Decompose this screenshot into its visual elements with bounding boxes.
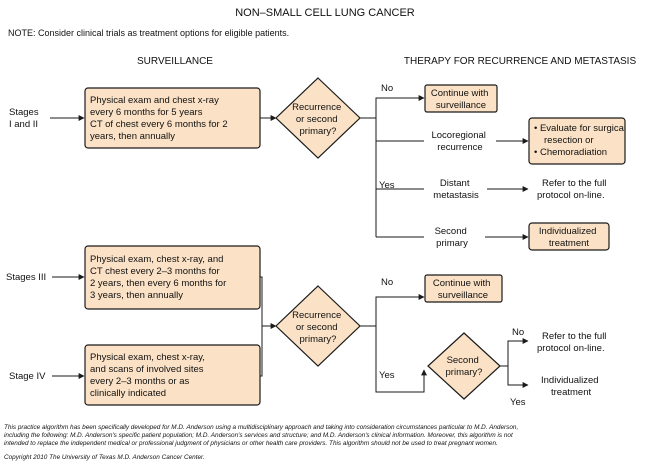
section1-connectors (50, 95, 529, 240)
surveillance-header: SURVEILLANCE (137, 56, 213, 67)
no-label-1: No (381, 83, 393, 94)
stage-4-surveillance-box (84, 344, 261, 406)
stage-3-surveillance-box (84, 245, 261, 310)
recurrence-decision-text-1: Recurrence or second primary? (292, 102, 344, 137)
stage-1-2-surveillance-text: Physical exam and chest x-ray every 6 mo… (90, 95, 230, 142)
continue-surveillance-text-2: Continue with surveillance (433, 278, 493, 301)
surgical-chemoradiation-text: • Evaluate for surgical resection or • C… (534, 123, 629, 158)
recurrence-decision-diamond-2 (275, 285, 361, 367)
individualized-treatment-text: Individualized treatment (539, 226, 599, 249)
refer-protocol-text-2: Refer to the full protocol on-line. (537, 331, 609, 354)
individualized-treatment-text-2: Individualized treatment (541, 375, 601, 398)
continue-surveillance-box-2 (424, 274, 503, 303)
locoregional-label: Locoregional recurrence (431, 130, 488, 153)
disclaimer-text: This practice algorithm has been specifi… (4, 424, 520, 447)
continue-surveillance-text-1: Continue with surveillance (431, 88, 491, 111)
stage-3-surveillance-text: Physical exam, chest x-ray, and CT chest… (90, 254, 229, 301)
recurrence-decision-diamond-1 (275, 77, 361, 159)
no-label-2: No (381, 277, 393, 288)
copyright-text: Copyright 2010 The University of Texas M… (4, 454, 205, 461)
yes-label-3: Yes (510, 397, 526, 408)
distant-metastasis-label: Distant metastasis (433, 178, 479, 201)
continue-surveillance-box-1 (424, 84, 498, 113)
therapy-header: THERAPY FOR RECURRENCE AND METASTASIS (404, 56, 637, 67)
yes-label-2: Yes (379, 370, 395, 381)
stage-3-label: Stages III (6, 272, 46, 283)
diagram-title: NON–SMALL CELL LUNG CANCER (235, 7, 415, 19)
section2-connectors (52, 274, 529, 393)
stage-1-2-surveillance-box (84, 87, 261, 149)
stage-4-surveillance-text: Physical exam, chest x-ray, and scans of… (90, 352, 208, 399)
second-primary-decision-text: Second primary? (446, 355, 483, 378)
individualized-treatment-box (528, 222, 610, 251)
refer-protocol-text-1: Refer to the full protocol on-line. (537, 178, 609, 201)
surgical-chemoradiation-box (528, 117, 626, 165)
no-label-3: No (512, 327, 524, 338)
stage-1-2-label: Stages I and II (9, 107, 41, 130)
second-primary-decision-diamond (427, 332, 501, 400)
stage-4-label: Stage IV (9, 371, 46, 382)
second-primary-label: Second primary (435, 226, 470, 249)
yes-label-1: Yes (379, 180, 395, 191)
recurrence-decision-text-2: Recurrence or second primary? (292, 310, 344, 345)
clinical-trials-note: NOTE: Consider clinical trials as treatm… (8, 28, 289, 38)
